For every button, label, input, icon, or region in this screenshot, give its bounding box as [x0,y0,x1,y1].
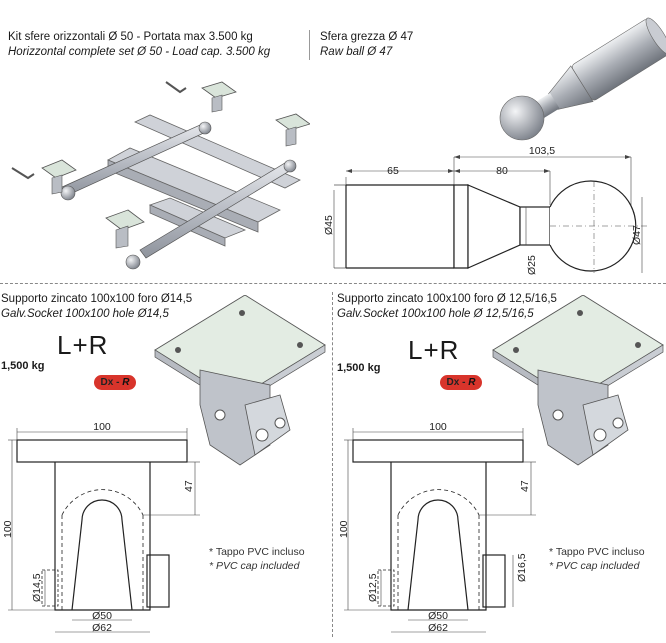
dim-47-right: 47 [519,480,531,492]
dx-r-badge-right: Dx - R [440,375,482,390]
dim-d47: Ø47 [631,225,643,245]
dim-height-left: 100 [2,520,14,538]
kit-plate-right [275,113,310,147]
ball-dimension-drawing: 65 80 103,5 Ø45 Ø25 Ø47 [323,145,650,275]
dim-103-5: 103,5 [529,145,555,157]
pvc-note-it-right: * Tappo PVC incluso [549,546,645,558]
dim-80: 80 [496,165,508,177]
socket-left-title-it: Supporto zincato 100x100 foro Ø14,5 [1,293,193,305]
socket-left-drawing: 100 100 47 Ø14,5 Ø50 Ø62 [2,421,200,634]
dim-height-right: 100 [338,520,350,538]
dim-d50-left: Ø50 [92,610,112,622]
dim-d62-left: Ø62 [92,622,112,634]
ball-title-it: Sfera grezza Ø 47 [320,31,414,43]
load-right: 1,500 kg [337,362,381,374]
dim-47-left: 47 [183,480,195,492]
dim-hole16-right: Ø16,5 [516,553,528,582]
pvc-note-en-left: * PVC cap included [209,560,300,572]
kit-title-it: Kit sfere orizzontali Ø 50 - Portata max… [8,31,253,43]
dim-65: 65 [387,165,399,177]
kit-illustration [11,81,310,270]
dx-r-badge-left: Dx - R [94,375,136,390]
lr-label-left: L+R [57,330,109,360]
kit-title-en: Horizzontal complete set Ø 50 - Load cap… [8,46,271,58]
pvc-note-it-left: * Tappo PVC incluso [209,546,305,558]
socket-left-title-en: Galv.Socket 100x100 hole Ø14,5 [1,308,169,320]
top-divider [309,30,310,60]
kit-plate-bottom [105,209,145,249]
section-divider [0,283,666,284]
panel-divider [332,292,333,637]
socket-left-3d [154,295,326,466]
kit-plate-top [201,81,237,113]
dim-d50-right: Ø50 [428,610,448,622]
dim-width-right: 100 [429,421,447,433]
lr-label-right: L+R [408,335,460,365]
ball-title-en: Raw ball Ø 47 [320,46,393,58]
pvc-note-en-right: * PVC cap included [549,560,640,572]
ball-3d-illustration [499,17,666,141]
socket-right-drawing: 100 100 47 Ø16,5 Ø12,5 Ø50 Ø62 [338,421,536,634]
socket-right-title-it: Supporto zincato 100x100 foro Ø 12,5/16,… [337,293,557,305]
socket-right-title-en: Galv.Socket 100x100 hole Ø 12,5/16,5 [337,308,534,320]
dim-d62-right: Ø62 [428,622,448,634]
kit-plate-left [41,159,77,195]
dim-d45: Ø45 [323,215,335,235]
dim-d25: Ø25 [526,255,538,275]
socket-right-3d [492,295,664,466]
dim-hole12-right: Ø12,5 [367,573,379,602]
load-left: 1,500 kg [1,360,45,372]
dim-width-left: 100 [93,421,111,433]
dim-hole-left: Ø14,5 [31,573,43,602]
